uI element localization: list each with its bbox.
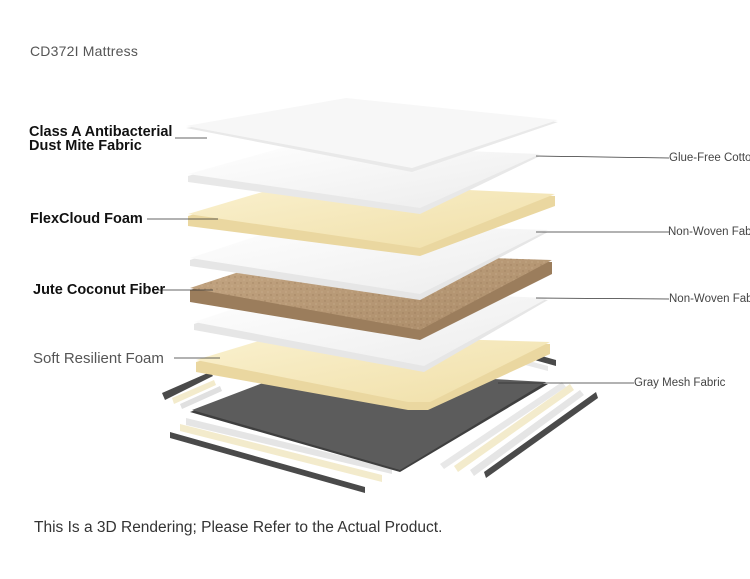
- flexcloud-foam-layer: [188, 182, 555, 256]
- leader-lines: [147, 137, 670, 384]
- label-soft-foam: Soft Resilient Foam: [33, 350, 164, 367]
- leader-non-woven-2: [535, 297, 670, 300]
- rendering-disclaimer: This Is a 3D Rendering; Please Refer to …: [34, 519, 443, 536]
- glue-free-cotton-layer: [188, 144, 540, 214]
- label-flexcloud: FlexCloud Foam: [30, 211, 143, 227]
- label-gray-mesh: Gray Mesh Fabric: [634, 377, 726, 389]
- label-jute: Jute Coconut Fiber: [33, 282, 166, 298]
- base-frame-left: [162, 372, 392, 493]
- antibacterial-fabric-layer: [186, 98, 558, 172]
- soft-resilient-foam-layer: [196, 334, 550, 410]
- label-class-a-line2: Dust Mite Fabric: [29, 138, 142, 154]
- leader-glue-free: [535, 155, 670, 159]
- diagram-title: CD372I Mattress: [30, 43, 139, 59]
- label-class-a-line1: Class A Antibacterial: [29, 124, 173, 140]
- label-non-woven-1: Non-Woven Fab: [668, 226, 750, 238]
- label-glue-free: Glue-Free Cotto: [669, 152, 750, 164]
- label-non-woven-2: Non-Woven Fab: [669, 293, 750, 305]
